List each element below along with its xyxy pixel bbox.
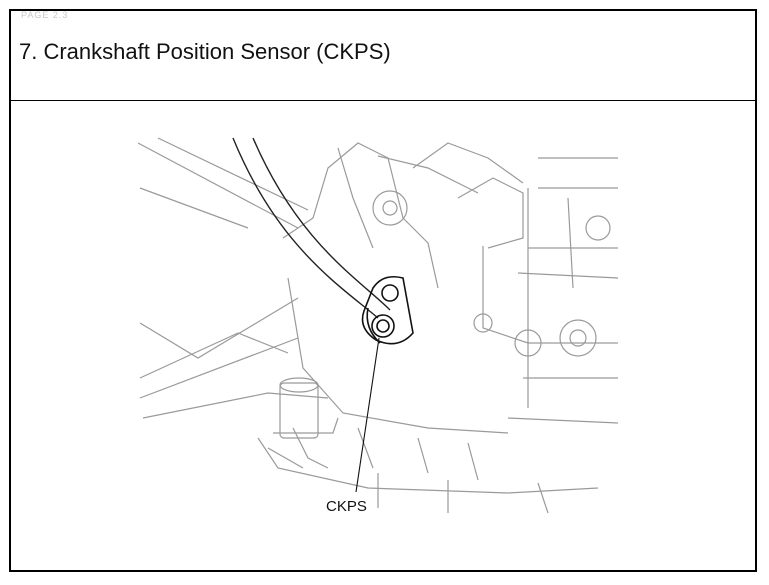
header: PAGE 2.3 7. Crankshaft Position Sensor (…	[11, 10, 755, 101]
engine-illustration: CKPS	[128, 128, 622, 518]
ckps-callout-label: CKPS	[326, 498, 367, 515]
ckps-sensor	[361, 275, 414, 345]
sensor-cable	[232, 137, 391, 319]
engine-block-linework	[137, 137, 619, 514]
callout-leader-line	[355, 337, 380, 493]
faint-page-label: PAGE 2.3	[21, 10, 69, 20]
document-frame: PAGE 2.3 7. Crankshaft Position Sensor (…	[9, 9, 757, 572]
page-title: 7. Crankshaft Position Sensor (CKPS)	[19, 39, 391, 64]
